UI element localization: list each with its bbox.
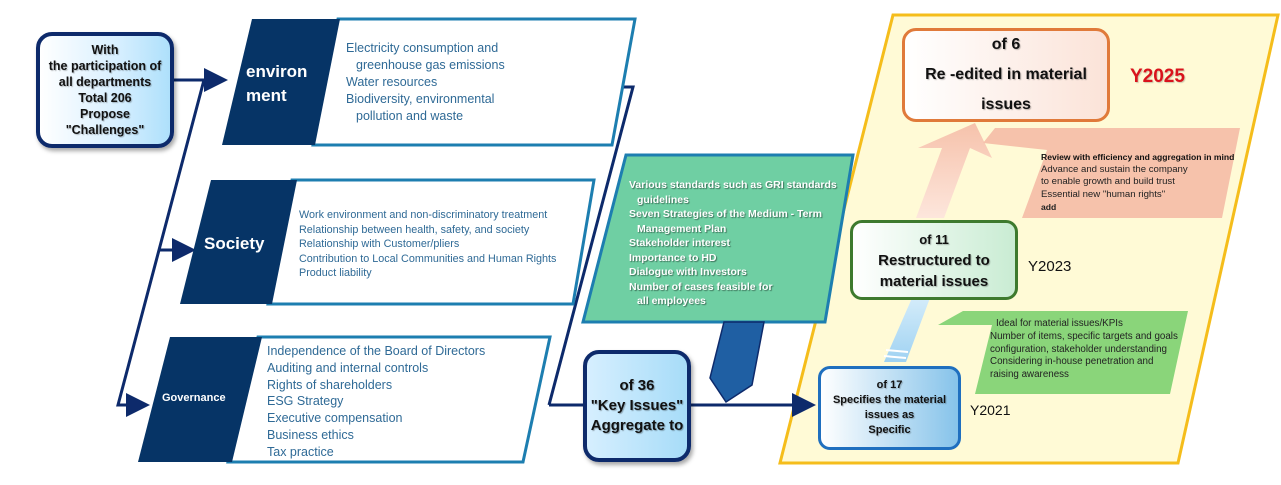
list-item: Business ethics bbox=[267, 427, 354, 442]
y2023-line: material issues bbox=[879, 272, 989, 290]
criteria-box bbox=[581, 153, 855, 324]
y2023-note: Review with efficiency and aggregation i… bbox=[1041, 151, 1234, 214]
start-line: Total 206 bbox=[78, 91, 132, 105]
list-item: ESG Strategy bbox=[267, 394, 344, 409]
list-item: Ideal for material issues/KPIs bbox=[996, 318, 1123, 329]
start-line: With bbox=[91, 43, 119, 57]
list-item: greenhouse gas emissions bbox=[356, 58, 505, 72]
y2023-line: of 11 bbox=[919, 231, 949, 247]
environment-label-shape bbox=[222, 19, 340, 145]
list-item: Seven Strategies of the Medium - Term bbox=[629, 208, 822, 220]
y2021-stage-box: of 17 Specifies the material issues as S… bbox=[818, 366, 961, 450]
list-item: Number of cases feasible for bbox=[629, 280, 773, 293]
list-item: Independence of the Board of Directors bbox=[267, 344, 486, 358]
start-line: Propose "Challenges" bbox=[65, 107, 145, 137]
list-item: Rights of shareholders bbox=[267, 377, 393, 392]
list-item: raising awareness bbox=[990, 369, 1069, 381]
y2025-line: Re -edited in material bbox=[925, 66, 1087, 83]
environment-label-line: environ bbox=[246, 62, 308, 81]
list-item: Water resources bbox=[346, 75, 438, 89]
environment-label: environ ment bbox=[246, 60, 307, 108]
criteria-pointer-arrow bbox=[709, 321, 765, 404]
governance-items: Independence of the Board of Directors A… bbox=[267, 343, 485, 461]
note-title: Review with efficiency and aggregation i… bbox=[1041, 152, 1235, 162]
criteria-items: Various standards such as GRI standards … bbox=[629, 178, 837, 309]
list-item: Auditing and internal controls bbox=[267, 360, 429, 375]
note-end: add bbox=[1041, 202, 1057, 212]
key-issues-line: Aggregate to bbox=[590, 417, 684, 434]
y2021-line: Specifies the material bbox=[832, 394, 947, 406]
y2025-line: issues bbox=[981, 96, 1031, 113]
y2021-note: Ideal for material issues/KPIs Number of… bbox=[990, 318, 1178, 382]
list-item: Relationship between health, safety, and… bbox=[299, 223, 530, 236]
y2023-stage-box: of 11 Restructured to material issues bbox=[850, 220, 1018, 300]
key-issues-line: "Key Issues" bbox=[590, 397, 684, 414]
key-issues-line: of 36 bbox=[619, 377, 655, 394]
list-item: Executive compensation bbox=[267, 411, 403, 426]
key-issues-box: of 36 "Key Issues" Aggregate to bbox=[583, 350, 691, 462]
list-item: Management Plan bbox=[637, 222, 727, 235]
y2021-line: Specific bbox=[868, 424, 911, 436]
list-item: Work environment and non-discriminatory … bbox=[299, 209, 548, 221]
environment-items: Electricity consumption and greenhouse g… bbox=[346, 40, 505, 125]
list-item: all employees bbox=[637, 295, 706, 307]
list-item: pollution and waste bbox=[356, 109, 464, 123]
list-item: Relationship with Customer/pliers bbox=[299, 238, 460, 250]
list-item: to enable growth and build trust bbox=[1041, 176, 1175, 187]
list-item: Contribution to Local Communities and Hu… bbox=[299, 252, 557, 265]
society-label-shape bbox=[180, 180, 297, 304]
list-item: Electricity consumption and bbox=[346, 41, 499, 55]
list-item: guidelines bbox=[637, 193, 689, 206]
list-item: Biodiversity, environmental bbox=[346, 92, 495, 106]
list-item: Various standards such as GRI standards bbox=[629, 179, 837, 191]
start-line: the participation of bbox=[48, 59, 162, 73]
list-item: Product liability bbox=[299, 267, 372, 279]
y2023-year-label: Y2023 bbox=[1028, 258, 1072, 275]
society-items: Work environment and non-discriminatory … bbox=[299, 208, 556, 281]
y2023-line: Restructured to bbox=[878, 251, 990, 269]
list-item: Importance to HD bbox=[629, 251, 717, 264]
governance-label-shape bbox=[138, 337, 262, 462]
progress-arrow-stripe bbox=[883, 355, 907, 359]
list-item: Stakeholder interest bbox=[629, 237, 730, 249]
y2021-line: of 17 bbox=[876, 379, 903, 391]
progress-arrow-2021-2023 bbox=[884, 298, 930, 362]
environment-label-line: ment bbox=[246, 86, 287, 105]
start-line: all departments bbox=[58, 75, 152, 89]
list-item: Considering in-house penetration and bbox=[990, 356, 1154, 368]
y2021-line: issues as bbox=[864, 409, 915, 421]
y2025-line: of 6 bbox=[991, 36, 1021, 53]
progress-arrow-stripe bbox=[885, 349, 909, 353]
list-item: Tax practice bbox=[267, 444, 334, 459]
y2025-year-label: Y2025 bbox=[1130, 66, 1185, 87]
list-item: Number of items, specific targets and go… bbox=[990, 330, 1178, 342]
list-item: Essential new "human rights" bbox=[1041, 188, 1166, 200]
progress-arrow-2023-2025 bbox=[916, 123, 992, 218]
list-item: Advance and sustain the company bbox=[1041, 163, 1188, 175]
y2025-stage-box: of 6 Re -edited in material issues bbox=[902, 28, 1110, 122]
society-label: Society bbox=[204, 234, 265, 253]
list-item: Dialogue with Investors bbox=[629, 266, 747, 278]
governance-label: Governance bbox=[162, 392, 226, 404]
list-item: configuration, stakeholder understanding bbox=[990, 343, 1168, 355]
y2023-note-shape bbox=[983, 128, 1240, 218]
start-proposals-box: With the participation of all department… bbox=[36, 32, 174, 148]
y2021-year-label: Y2021 bbox=[970, 402, 1011, 418]
y2021-note-shape bbox=[938, 311, 1188, 394]
